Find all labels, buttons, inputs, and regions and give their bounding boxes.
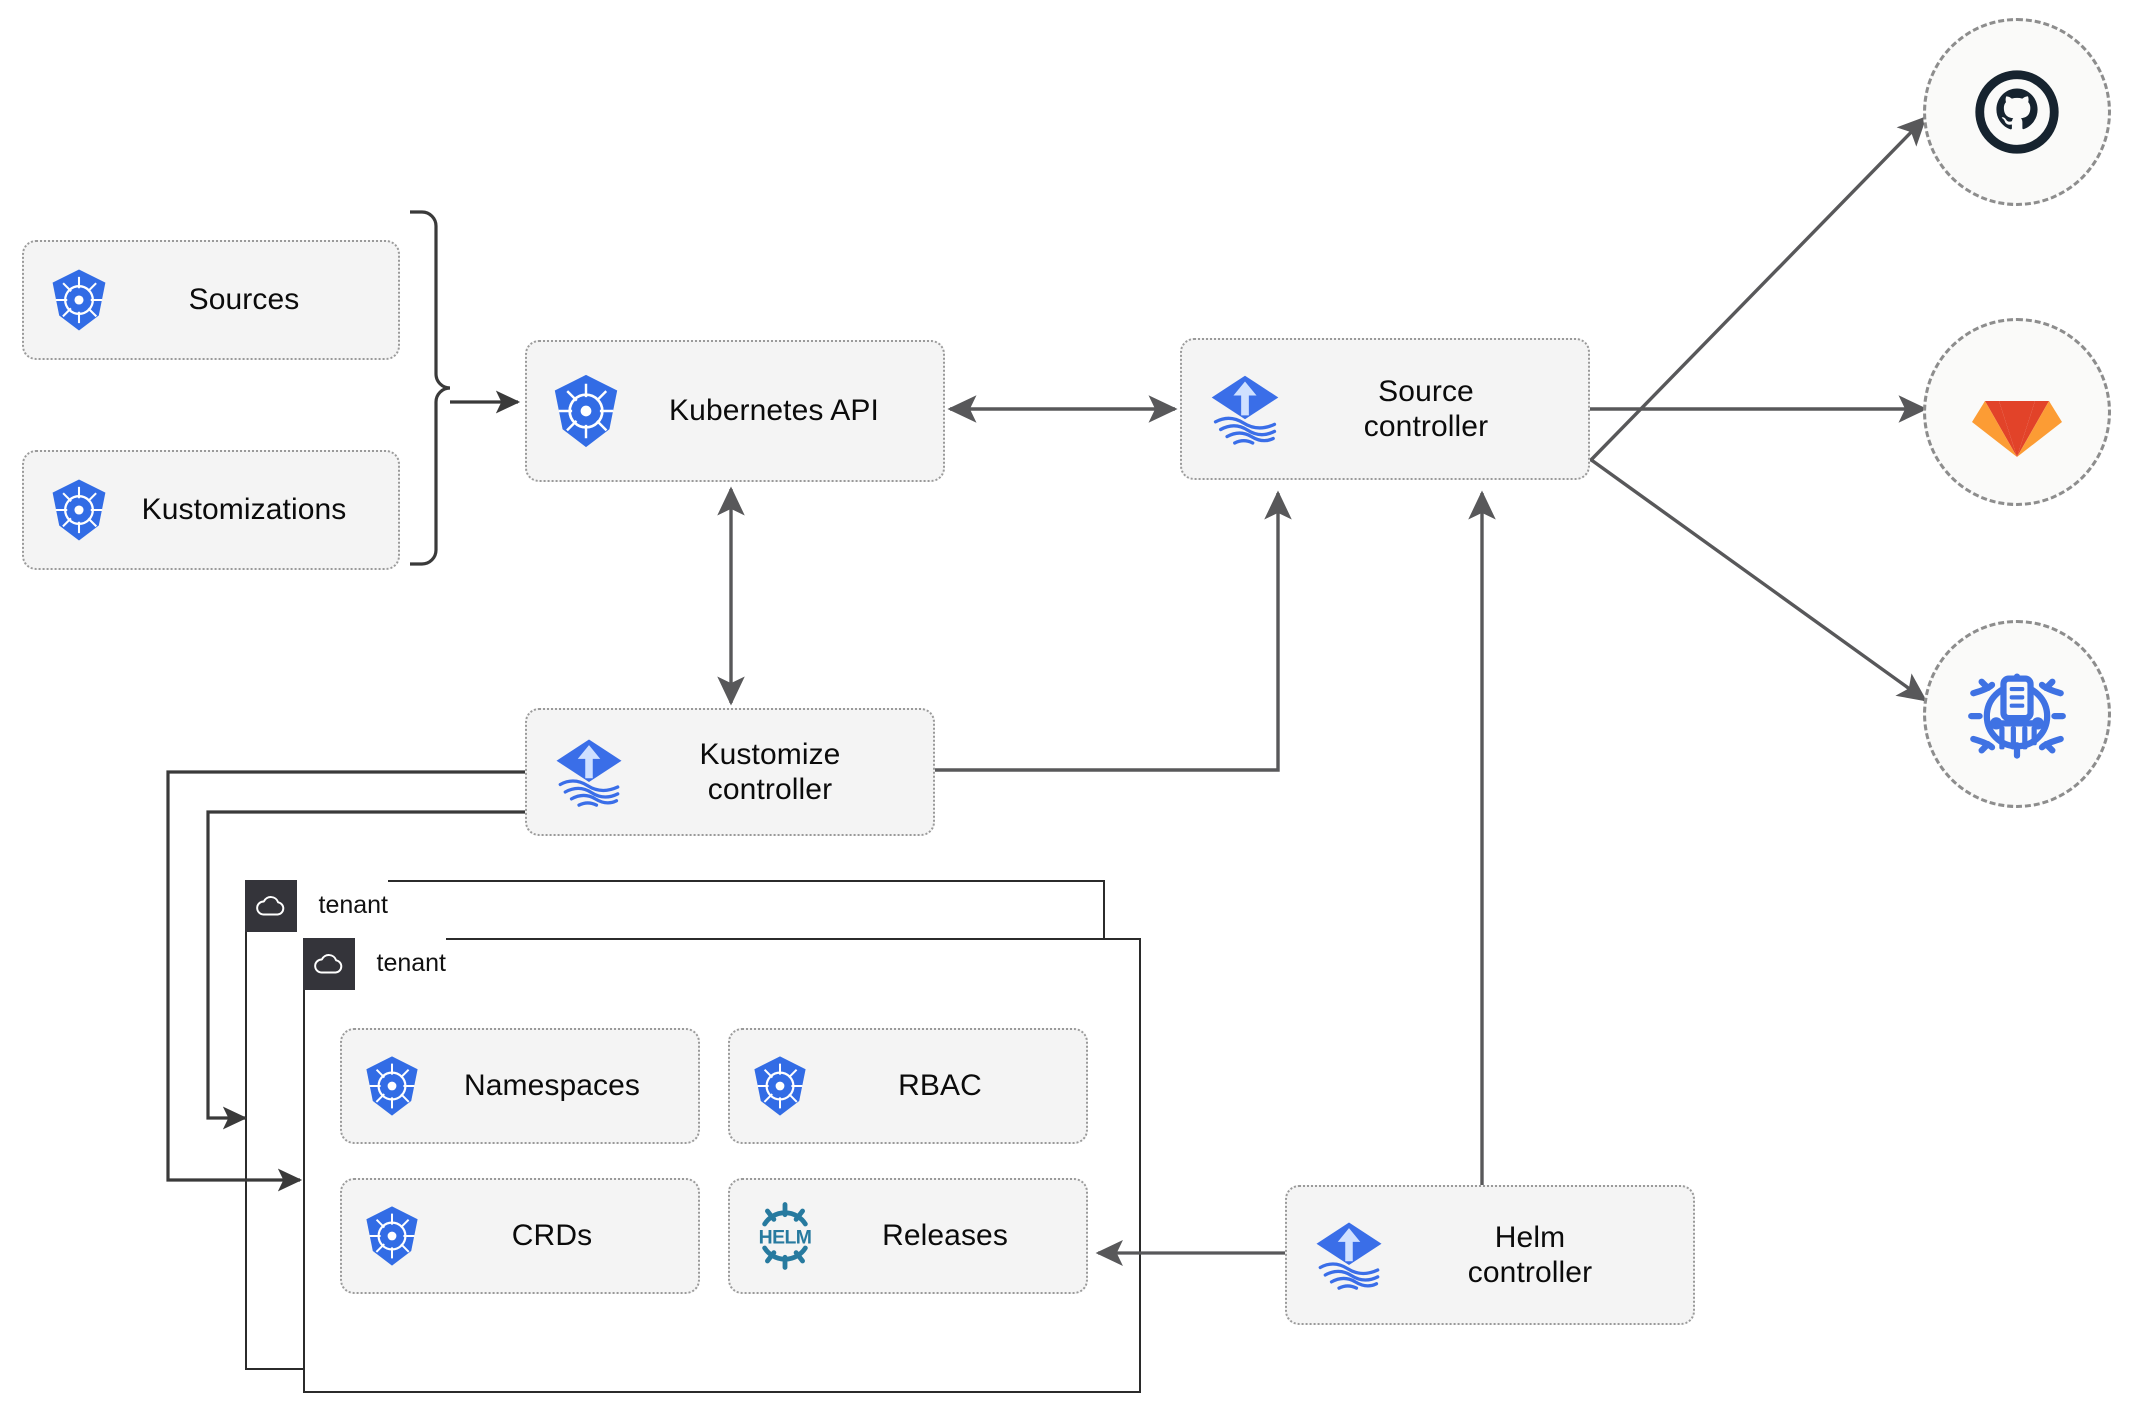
- node-helm-controller[interactable]: Helm controller: [1285, 1185, 1695, 1325]
- node-source-controller[interactable]: Source controller: [1180, 338, 1590, 480]
- cloud-icon: [244, 879, 297, 932]
- node-helm-controller-label: Helm controller: [1467, 1220, 1593, 1289]
- kubernetes-icon: [360, 1204, 424, 1268]
- node-kustomize-controller[interactable]: Kustomize controller: [525, 708, 935, 836]
- chart-repository-icon: [1968, 673, 2066, 759]
- cloud-icon: [302, 937, 355, 990]
- tenant-box-front[interactable]: tenant: [302, 937, 1141, 1393]
- provider-gitlab[interactable]: [1923, 318, 2111, 506]
- kubernetes-icon: [360, 1054, 424, 1118]
- edge-sourcecontroller-github: [1588, 116, 1927, 463]
- provider-chart-repository[interactable]: [1923, 620, 2111, 808]
- helm-icon: HELM: [748, 1199, 822, 1273]
- tenant-front-header: tenant: [302, 937, 447, 990]
- gitlab-icon: [1972, 382, 2062, 457]
- kubernetes-icon: [46, 267, 112, 333]
- resource-rbac[interactable]: RBAC: [728, 1028, 1088, 1144]
- resource-rbac-label: RBAC: [898, 1069, 982, 1103]
- node-source-controller-label: Source controller: [1363, 374, 1489, 443]
- tenant-back-header: tenant: [244, 879, 389, 932]
- resource-releases-label: Releases: [882, 1219, 1008, 1253]
- node-sources[interactable]: Sources: [22, 240, 400, 360]
- kubernetes-icon: [748, 1054, 812, 1118]
- svg-text:HELM: HELM: [759, 1226, 812, 1248]
- resource-namespaces-label: Namespaces: [463, 1069, 641, 1103]
- edge-kustomizecontroller-sourcecontroller: [934, 490, 1292, 772]
- tenant-back-title: tenant: [296, 879, 389, 932]
- tenant-front-title: tenant: [354, 937, 447, 990]
- github-icon: [1975, 70, 2059, 154]
- node-kustomizations-label: Kustomizations: [141, 493, 347, 527]
- node-kubernetes-api-label: Kubernetes API: [669, 394, 879, 428]
- kubernetes-icon: [46, 477, 112, 543]
- flux-icon: [1204, 368, 1286, 450]
- provider-github[interactable]: [1923, 18, 2111, 206]
- node-kustomize-controller-label: Kustomize controller: [699, 737, 841, 806]
- edge-brace-sources-kustomizations: [410, 210, 451, 566]
- resource-namespaces[interactable]: Namespaces: [340, 1028, 700, 1144]
- flux-icon: [1309, 1215, 1389, 1295]
- resource-releases[interactable]: HELM Releases: [728, 1178, 1088, 1294]
- edge-sourcecontroller-registry: [1589, 457, 1928, 702]
- node-kustomizations[interactable]: Kustomizations: [22, 450, 400, 570]
- kubernetes-icon: [547, 372, 625, 450]
- resource-crds-label: CRDs: [511, 1219, 593, 1253]
- node-kubernetes-api[interactable]: Kubernetes API: [525, 340, 945, 482]
- node-sources-label: Sources: [188, 283, 300, 317]
- flux-icon: [549, 732, 629, 812]
- resource-crds[interactable]: CRDs: [340, 1178, 700, 1294]
